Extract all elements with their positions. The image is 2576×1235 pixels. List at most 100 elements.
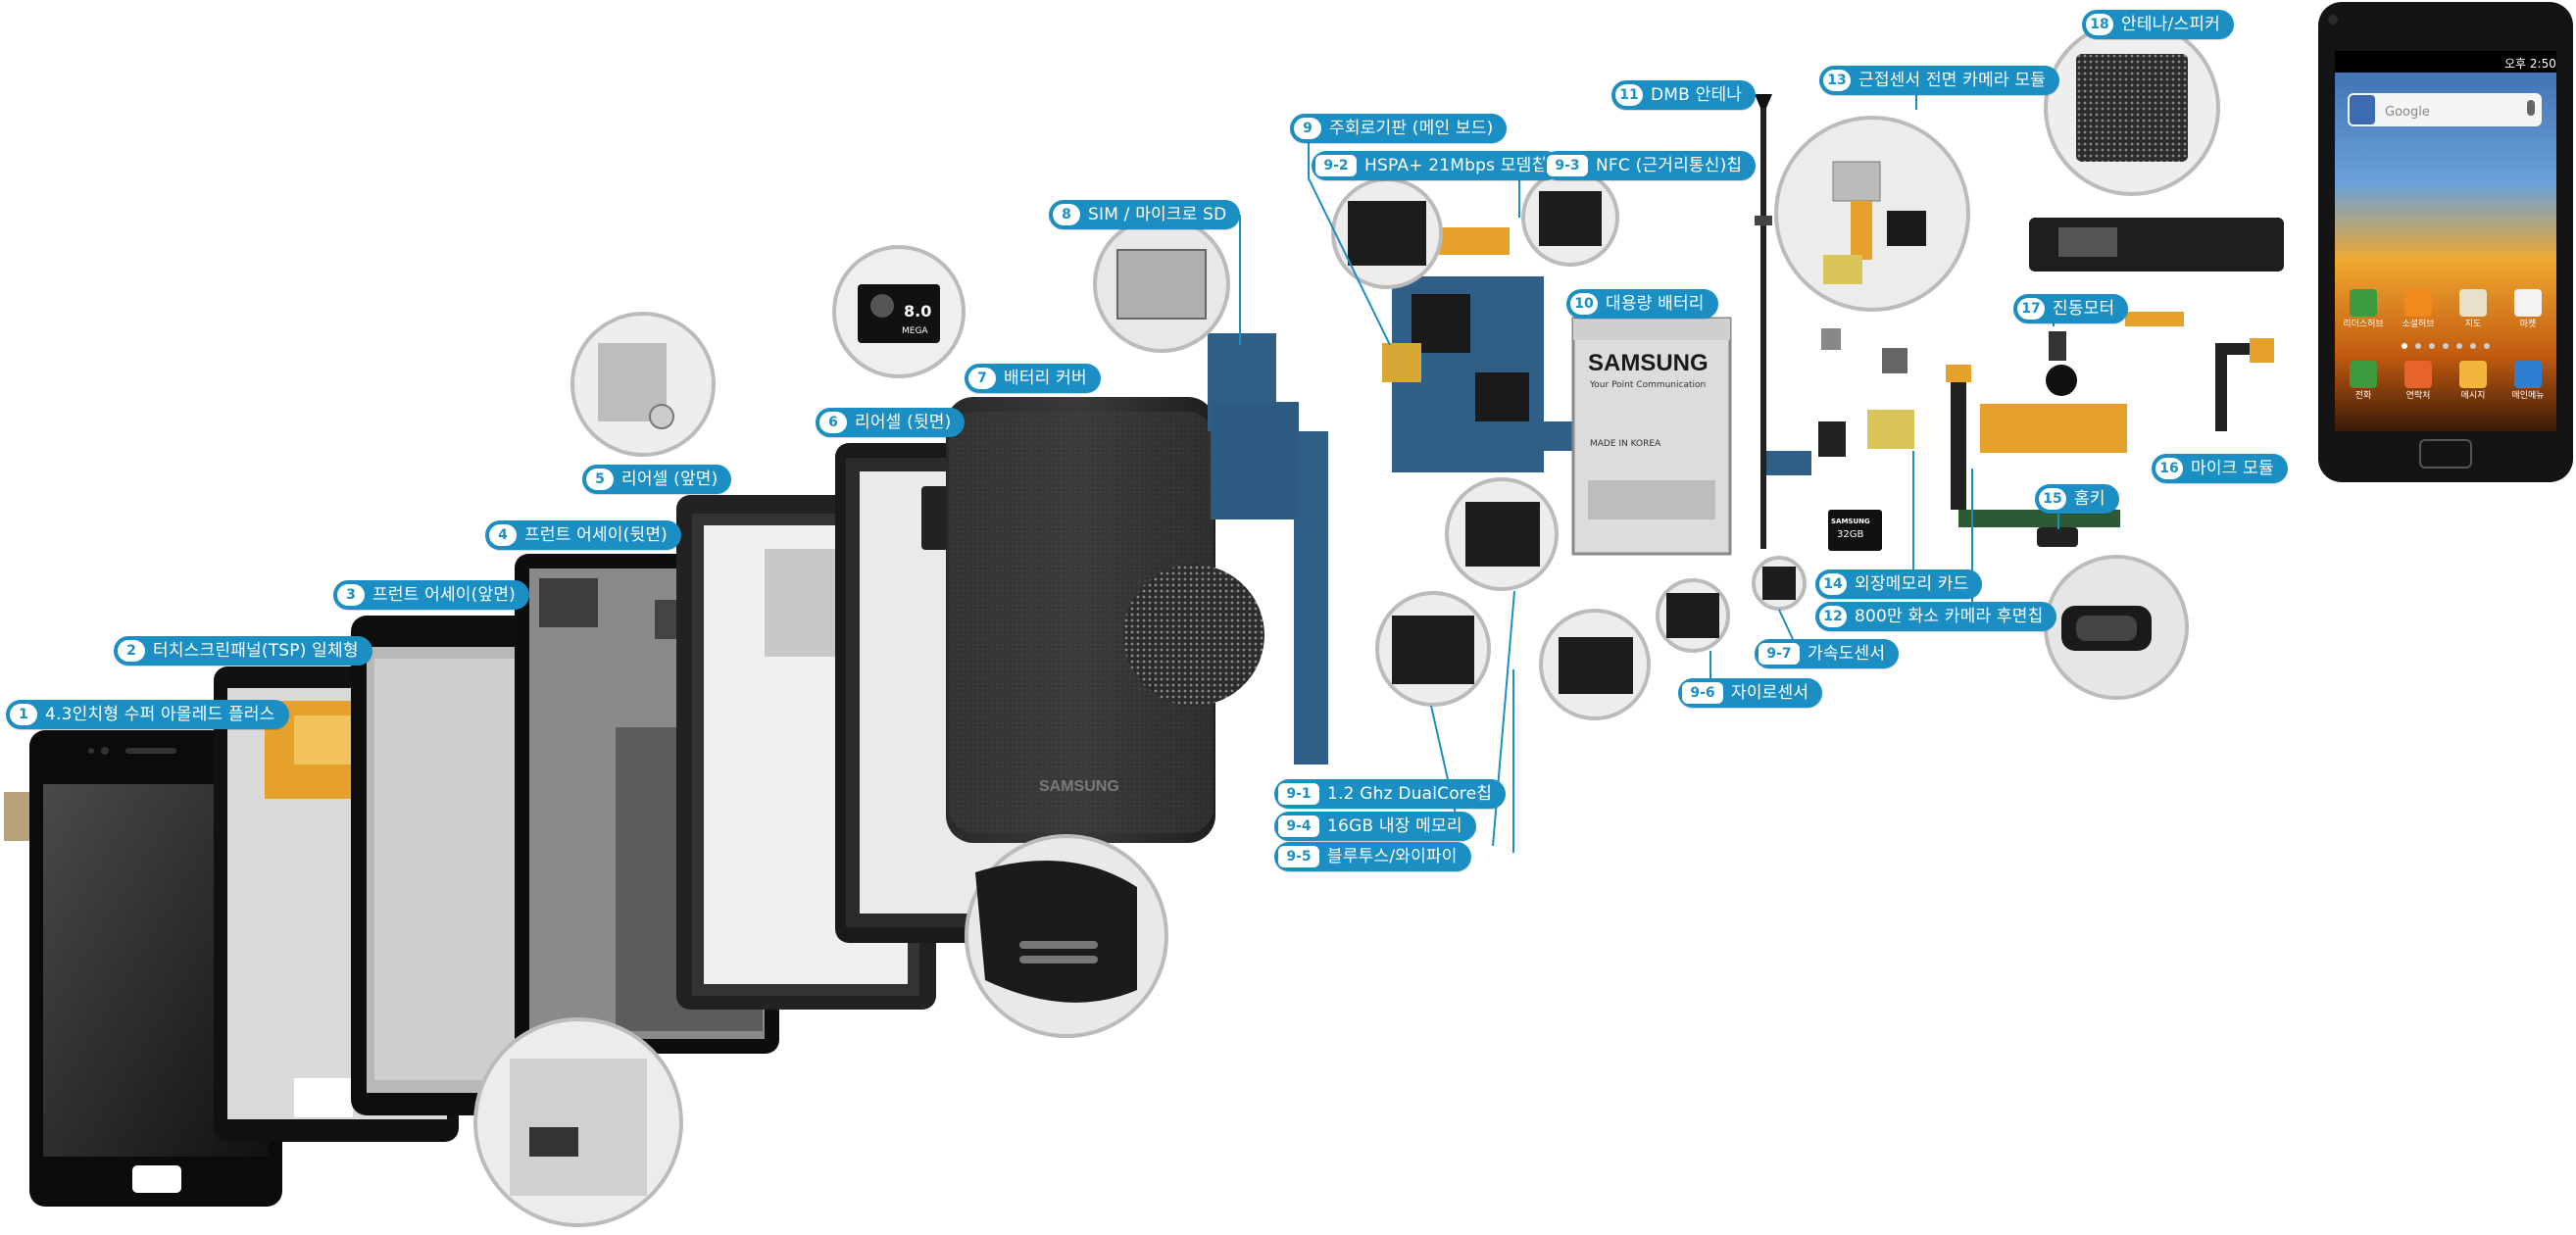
callout-12-rear-camera: 12 800만 화소 카메라 후면칩 <box>1815 602 2057 631</box>
app-label: 메인메뉴 <box>2511 391 2545 401</box>
callout-10-battery: 10 대용량 배터리 <box>1566 289 1718 319</box>
app-label: 소셜허브 <box>2402 320 2435 329</box>
sd-brand-text: SAMSUNG <box>1831 518 1870 525</box>
callout-label: SIM / 마이크로 SD <box>1088 205 1227 224</box>
callout-label: 4.3인치형 수퍼 아몰레드 플러스 <box>45 705 275 724</box>
callout-label: 800만 화소 카메라 후면칩 <box>1855 607 2044 626</box>
app-label: 연락처 <box>2405 391 2431 401</box>
callout-number: 9-1 <box>1278 783 1319 805</box>
callout-number: 8 <box>1053 204 1080 225</box>
svg-text:SAMSUNG: SAMSUNG <box>1039 778 1119 795</box>
callout-1-display: 1 4.3인치형 수퍼 아몰레드 플러스 <box>6 700 289 729</box>
phone-home-button[interactable] <box>2419 439 2472 469</box>
contacts-icon <box>2404 361 2432 388</box>
camera-mega-text: MEGA <box>902 326 928 336</box>
callout-9-7-accelerometer: 9-7 가속도센서 <box>1755 639 1900 668</box>
callout-number: 2 <box>118 640 145 662</box>
battery-tagline-text: Your Point Communication <box>1589 380 1706 390</box>
app-label: 리더스허브 <box>2343 320 2384 329</box>
callout-6-rear-cell-back: 6 리어셀 (뒷면) <box>816 408 966 437</box>
callout-label: 주회로기판 (메인 보드) <box>1329 119 1494 138</box>
app-tile-maps[interactable]: 지도 <box>2449 289 2498 329</box>
battery: SAMSUNG Your Point Communication MADE IN… <box>1571 317 1732 556</box>
app-label: 지도 <box>2464 320 2482 329</box>
callout-label: DMB 안테나 <box>1651 85 1743 105</box>
social-hub-icon <box>2404 289 2432 317</box>
phone-icon <box>2350 361 2377 388</box>
callout-number: 14 <box>1819 573 1847 595</box>
chip-zooms <box>1331 169 1807 720</box>
reference-phone: 오후 2:50 Google <box>2318 2 2573 482</box>
app-label: 메시지 <box>2460 391 2486 401</box>
callout-3-front-assy-front: 3 프런트 어세이(앞면) <box>333 580 529 610</box>
callout-number: 9-7 <box>1759 643 1800 665</box>
main-board <box>1208 227 1811 765</box>
callout-label: 프런트 어세이(앞면) <box>372 585 516 605</box>
callout-number: 9 <box>1294 118 1321 139</box>
callout-5-rear-cell-front: 5 리어셀 (앞면) <box>582 465 732 494</box>
callout-label: 진동모터 <box>2053 299 2115 319</box>
app-tile-contacts[interactable]: 연락처 <box>2394 361 2443 401</box>
callout-number: 5 <box>586 469 614 490</box>
callout-number: 11 <box>1615 84 1643 106</box>
callout-label: 프런트 어세이(뒷면) <box>524 525 668 545</box>
callout-15-home-key: 15 홈키 <box>2035 484 2119 514</box>
callout-2-tsp: 2 터치스크린패널(TSP) 일체형 <box>114 636 372 666</box>
app-tile-main-menu[interactable]: 메인메뉴 <box>2503 361 2552 401</box>
dmb-antenna <box>1755 94 1772 549</box>
callout-11-dmb-antenna: 11 DMB 안테나 <box>1611 80 1757 110</box>
app-tile-social-hub[interactable]: 소셜허브 <box>2394 289 2443 329</box>
callout-9-1-dualcore: 9-1 1.2 Ghz DualCore칩 <box>1274 779 1507 809</box>
callout-number: 13 <box>1823 70 1851 91</box>
callout-label: 근접센서 전면 카메라 모듈 <box>1858 71 2047 90</box>
callout-label: NFC (근거리통신)칩 <box>1596 156 1743 175</box>
callout-label: 터치스크린패널(TSP) 일체형 <box>153 641 359 661</box>
callout-17-vibration-motor: 17 진동모터 <box>2013 294 2129 323</box>
reader-hub-icon <box>2350 289 2377 317</box>
callout-label: 리어셀 (앞면) <box>621 469 718 489</box>
messages-icon <box>2459 361 2487 388</box>
page-indicator <box>2339 343 2552 349</box>
market-icon <box>2514 289 2542 317</box>
sd-capacity-text: 32GB <box>1837 529 1863 540</box>
callout-number: 16 <box>2155 458 2183 479</box>
battery-brand-text: SAMSUNG <box>1588 350 1709 376</box>
maps-icon <box>2459 289 2487 317</box>
callout-number: 17 <box>2017 298 2045 320</box>
status-time: 오후 2:50 <box>2504 57 2556 71</box>
callout-9-main-board: 9 주회로기판 (메인 보드) <box>1290 114 1508 143</box>
callout-16-mic-module: 16 마이크 모듈 <box>2152 454 2288 483</box>
callout-9-3-nfc: 9-3 NFC (근거리통신)칩 <box>1543 151 1757 180</box>
app-tile-phone[interactable]: 전화 <box>2339 361 2388 401</box>
callout-label: 블루투스/와이파이 <box>1327 847 1458 866</box>
battery-cover: SAMSUNG <box>946 397 1215 843</box>
app-tile-market[interactable]: 마켓 <box>2503 289 2552 329</box>
search-placeholder-text: Google <box>2385 105 2430 120</box>
callout-label: 가속도센서 <box>1808 644 1886 664</box>
callout-number: 4 <box>489 524 517 546</box>
callout-9-2-modem: 9-2 HSPA+ 21Mbps 모뎀칩 <box>1312 151 1561 180</box>
app-label: 마켓 <box>2519 320 2537 329</box>
callout-label: 1.2 Ghz DualCore칩 <box>1327 784 1493 804</box>
callout-9-5-bt-wifi: 9-5 블루투스/와이파이 <box>1274 842 1471 871</box>
callout-number: 9-5 <box>1278 846 1319 867</box>
callout-number: 3 <box>337 584 365 606</box>
callout-14-sd-card: 14 외장메모리 카드 <box>1815 569 1983 599</box>
camera-megapixel-text: 8.0 <box>904 302 931 321</box>
callout-13-front-camera: 13 근접센서 전면 카메라 모듈 <box>1819 66 2060 95</box>
phone-app-grid: 리더스허브 소셜허브 지도 마켓 전화 연락처 <box>2339 289 2552 401</box>
app-tile-messages[interactable]: 메시지 <box>2449 361 2498 401</box>
callout-label: 대용량 배터리 <box>1606 294 1705 314</box>
callout-number: 9-2 <box>1315 155 1357 176</box>
callout-number: 7 <box>968 368 996 389</box>
app-tile-reader-hub[interactable]: 리더스허브 <box>2339 289 2388 329</box>
callout-label: 홈키 <box>2074 489 2105 509</box>
callout-9-4-memory: 9-4 16GB 내장 메모리 <box>1274 812 1476 841</box>
callout-18-antenna-speaker: 18 안테나/스피커 <box>2082 10 2234 39</box>
callout-label: HSPA+ 21Mbps 모뎀칩 <box>1364 156 1548 175</box>
callout-label: 안테나/스피커 <box>2121 15 2220 34</box>
callout-number: 9-3 <box>1547 155 1588 176</box>
speaker-mesh-zoom <box>1123 565 1264 706</box>
callout-8-sim-sd: 8 SIM / 마이크로 SD <box>1049 200 1241 229</box>
